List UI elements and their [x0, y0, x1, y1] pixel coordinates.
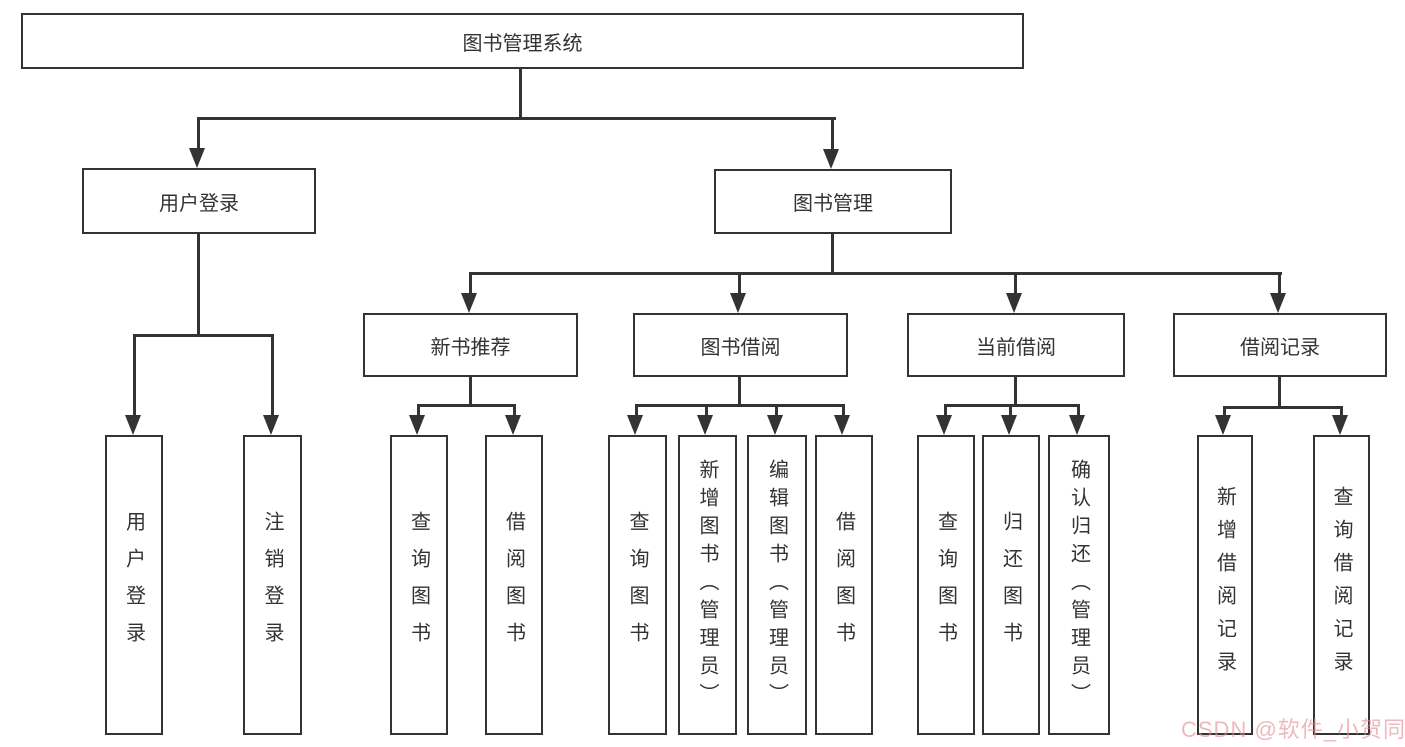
node-new-book-recommend: 新书推荐 [363, 313, 578, 377]
connector [738, 272, 741, 296]
node-root: 图书管理系统 [21, 13, 1024, 69]
connector [469, 272, 472, 296]
connector [1077, 404, 1080, 418]
leaf-borrow-add-book-admin: 新增图书（管理员） [678, 435, 737, 735]
leaf-record-query-record-label: 查询借阅记录 [1330, 486, 1352, 684]
connector [1014, 272, 1017, 296]
arrow-down-icon [1006, 293, 1022, 313]
connector [1278, 272, 1281, 296]
leaf-borrow-query-book: 查询图书 [608, 435, 667, 735]
leaf-record-add-record-label: 新增借阅记录 [1213, 486, 1236, 684]
connector [133, 334, 274, 337]
connector [197, 117, 200, 150]
arrow-down-icon [125, 415, 141, 435]
leaf-borrow-add-book-admin-label: 新增图书（管理员） [696, 459, 718, 711]
arrow-down-icon [461, 293, 477, 313]
connector [842, 404, 845, 418]
leaf-logout-label: 注销登录 [261, 511, 283, 659]
arrow-down-icon [834, 415, 850, 435]
arrow-down-icon [1215, 415, 1231, 435]
leaf-current-return-book-label: 归还图书 [999, 511, 1022, 659]
connector [944, 404, 1080, 407]
arrow-down-icon [1270, 293, 1286, 313]
arrow-down-icon [1069, 415, 1085, 435]
node-borrow-record-label: 借阅记录 [1240, 336, 1320, 359]
leaf-borrow-edit-book-admin-label: 编辑图书（管理员） [765, 459, 788, 711]
connector [469, 272, 1282, 275]
connector [775, 404, 778, 418]
connector [1223, 406, 1343, 409]
leaf-borrow-borrow-book-label: 借阅图书 [832, 511, 855, 659]
leaf-recommend-borrow-book-label: 借阅图书 [502, 511, 525, 659]
arrow-down-icon [730, 293, 746, 313]
leaf-recommend-query-book-label: 查询图书 [407, 511, 430, 659]
leaf-current-return-book: 归还图书 [982, 435, 1040, 735]
leaf-current-confirm-return-admin: 确认归还（管理员） [1048, 435, 1110, 735]
leaf-user-login-label: 用户登录 [122, 511, 145, 659]
node-user-login: 用户登录 [82, 168, 316, 234]
connector [133, 334, 136, 417]
node-new-book-recommend-label: 新书推荐 [430, 336, 511, 359]
arrow-down-icon [1001, 415, 1017, 435]
node-current-borrow: 当前借阅 [907, 313, 1125, 377]
node-book-management-label: 图书管理 [793, 193, 873, 215]
connector [1223, 406, 1226, 418]
connector [1278, 376, 1281, 409]
node-current-borrow-label: 当前借阅 [976, 336, 1056, 359]
leaf-recommend-query-book: 查询图书 [390, 435, 448, 735]
connector [197, 233, 200, 337]
node-borrow-record: 借阅记录 [1173, 313, 1387, 377]
arrow-down-icon [263, 415, 279, 435]
connector [417, 404, 516, 407]
arrow-down-icon [627, 415, 643, 435]
connector [944, 404, 947, 418]
connector [831, 117, 834, 150]
leaf-current-confirm-return-admin-label: 确认归还（管理员） [1067, 459, 1090, 711]
connector [417, 404, 420, 418]
node-book-management: 图书管理 [714, 169, 952, 234]
leaf-borrow-edit-book-admin: 编辑图书（管理员） [747, 435, 807, 735]
connector [1009, 404, 1012, 418]
arrow-down-icon [697, 415, 713, 435]
connector [738, 376, 741, 407]
connector [519, 69, 522, 118]
connector [469, 376, 472, 407]
connector [705, 404, 708, 418]
node-root-label: 图书管理系统 [462, 32, 583, 55]
connector [831, 233, 834, 275]
connector [513, 404, 516, 418]
arrow-down-icon [823, 149, 839, 169]
arrow-down-icon [409, 415, 425, 435]
arrow-down-icon [505, 415, 521, 435]
leaf-borrow-query-book-label: 查询图书 [626, 511, 648, 659]
connector [635, 404, 845, 407]
arrow-down-icon [1332, 415, 1348, 435]
connector [271, 334, 274, 417]
leaf-record-query-record: 查询借阅记录 [1313, 435, 1370, 735]
connector [635, 404, 638, 418]
connector [1014, 376, 1017, 407]
node-user-login-label: 用户登录 [159, 192, 239, 215]
leaf-record-add-record: 新增借阅记录 [1197, 435, 1253, 735]
node-book-borrow: 图书借阅 [633, 313, 848, 377]
connector [1340, 406, 1343, 418]
leaf-borrow-borrow-book: 借阅图书 [815, 435, 873, 735]
leaf-user-login: 用户登录 [105, 435, 163, 735]
node-book-borrow-label: 图书借阅 [700, 336, 781, 359]
leaf-logout: 注销登录 [243, 435, 302, 735]
csdn-watermark: CSDN @软件_小贺同学 [1181, 717, 1405, 742]
leaf-current-query-book: 查询图书 [917, 435, 975, 735]
connector [197, 117, 836, 120]
arrow-down-icon [936, 415, 952, 435]
arrow-down-icon [767, 415, 783, 435]
leaf-recommend-borrow-book: 借阅图书 [485, 435, 543, 735]
arrow-down-icon [189, 148, 205, 168]
leaf-current-query-book-label: 查询图书 [934, 511, 957, 659]
